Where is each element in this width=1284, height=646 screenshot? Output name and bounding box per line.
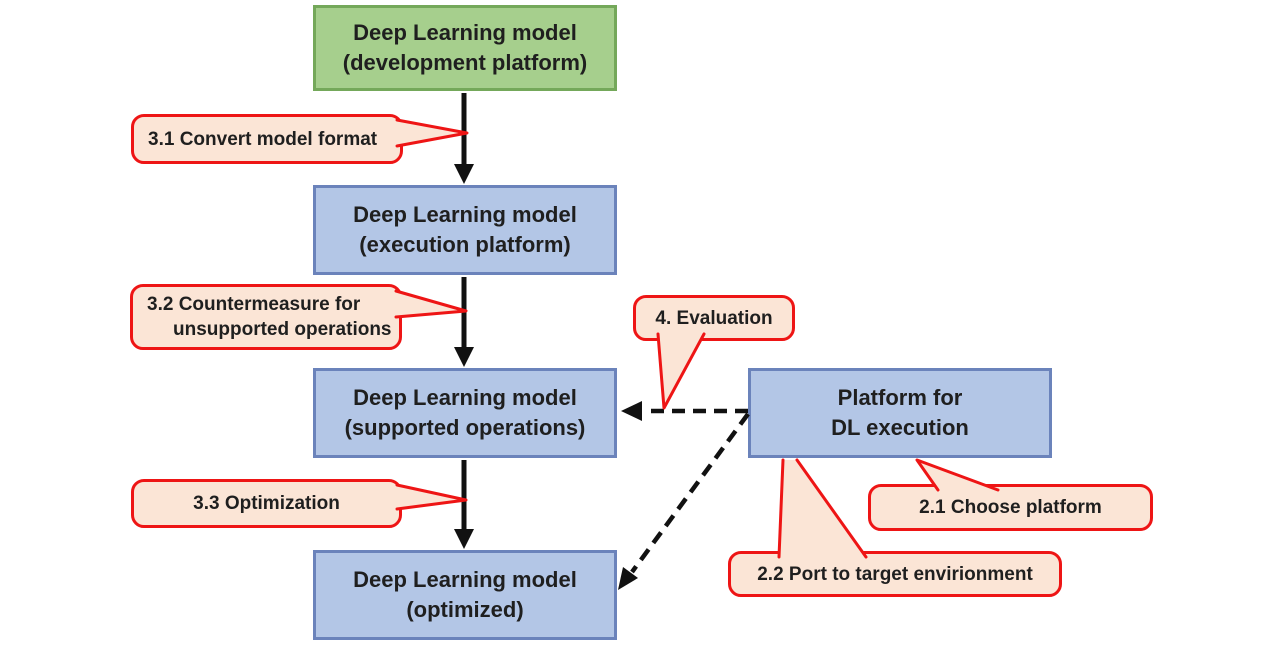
callout-optimization: 3.3 Optimization [131,479,402,528]
node-label-line: (supported operations) [344,415,586,440]
arrow-exec-to-supported [454,277,474,367]
callout-choose-platform: 2.1 Choose platform [868,484,1153,531]
callout-tail-convert-model-format [395,118,469,148]
node-dl-model-development-platform: Deep Learning model (development platfor… [313,5,617,91]
node-label-line: Deep Learning model [353,567,577,592]
node-dl-model-optimized: Deep Learning model (optimized) [313,550,617,640]
callout-label: 3.2 Countermeasure for [147,294,361,315]
callout-label: 2.2 Port to target envirionment [757,563,1033,585]
callout-evaluation: 4. Evaluation [633,295,795,341]
callout-tail-evaluation [656,332,706,410]
node-label-line: Deep Learning model [353,385,577,410]
callout-label: unsupported operations [173,319,392,340]
node-label-line: (execution platform) [359,232,571,257]
callout-label: 3.1 Convert model format [148,128,378,150]
node-label-line: (development platform) [342,50,588,75]
arrow-dev-to-exec [454,93,474,184]
callout-label: 2.1 Choose platform [919,497,1102,518]
callout-label: 4. Evaluation [655,307,773,329]
arrow-supported-to-optimized [454,460,474,549]
node-dl-model-execution-platform: Deep Learning model (execution platform) [313,185,617,275]
callout-port-to-target-environment: 2.2 Port to target envirionment [728,551,1062,597]
callout-countermeasure-unsupported-operations: 3.2 Countermeasure for unsupported opera… [130,284,402,350]
callout-convert-model-format: 3.1 Convert model format [131,114,403,164]
callout-label: 3.3 Optimization [193,493,340,514]
callout-tail-countermeasure [394,289,468,319]
node-label-line: (optimized) [406,597,524,622]
callout-tail-port-to-target [777,458,868,559]
callout-tail-optimization [395,483,468,511]
node-label-line: Deep Learning model [353,202,577,227]
dashed-arrow-platform-to-supported [621,401,748,421]
node-label-line: DL execution [831,415,969,440]
node-label-line: Deep Learning model [353,20,577,45]
node-dl-model-supported-operations: Deep Learning model (supported operation… [313,368,617,458]
node-platform-for-dl-execution: Platform for DL execution [748,368,1052,458]
node-label-line: Platform for [837,385,963,410]
